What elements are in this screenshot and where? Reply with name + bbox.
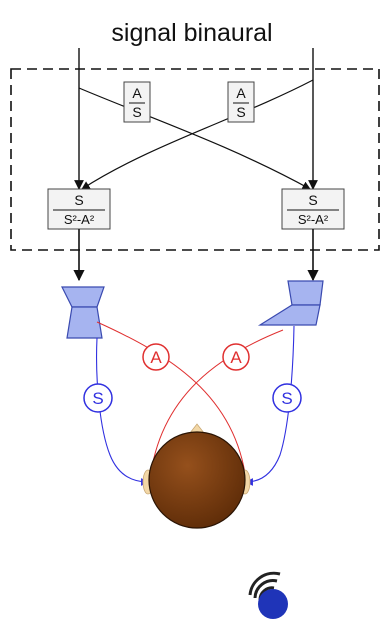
direct-label-right-text: S [281, 389, 292, 408]
crosstalk-block-left: A S [123, 81, 151, 123]
crosstalk-path-left [96, 321, 249, 481]
direct-label-left: S [83, 383, 113, 413]
direct-left-numerator: S [74, 192, 83, 208]
crosstalk-right-denominator: S [236, 104, 245, 120]
speaker-icon [257, 280, 324, 326]
direct-block-left: S S²-A² [47, 188, 111, 230]
direct-right-numerator: S [308, 192, 317, 208]
direct-block-right: S S²-A² [281, 188, 345, 230]
processing-frame [10, 68, 380, 251]
crosstalk-label-right-text: A [230, 348, 242, 367]
diagram-title: signal binaural [111, 19, 272, 47]
crosstalk-path-right [147, 329, 284, 481]
direct-label-right: S [272, 383, 302, 413]
crossfeed-left-to-right [78, 87, 311, 190]
direct-path-left [96, 337, 149, 486]
direct-label-left-text: S [92, 389, 103, 408]
crosstalk-block-right: A S [227, 81, 255, 123]
crosstalk-label-left: A [142, 343, 170, 371]
crosstalk-right-numerator: A [236, 85, 246, 101]
speaker-icon [61, 286, 105, 339]
logo-icon [248, 571, 288, 619]
direct-path-right [245, 325, 295, 486]
head-icon [142, 423, 251, 529]
crosstalk-left-denominator: S [132, 104, 141, 120]
crosstalk-label-right: A [222, 343, 250, 371]
direct-left-denominator: S²-A² [64, 212, 95, 227]
crossfeed-right-to-left [81, 79, 314, 190]
direct-right-denominator: S²-A² [298, 212, 329, 227]
crosstalk-left-numerator: A [132, 85, 142, 101]
crosstalk-label-left-text: A [150, 348, 162, 367]
